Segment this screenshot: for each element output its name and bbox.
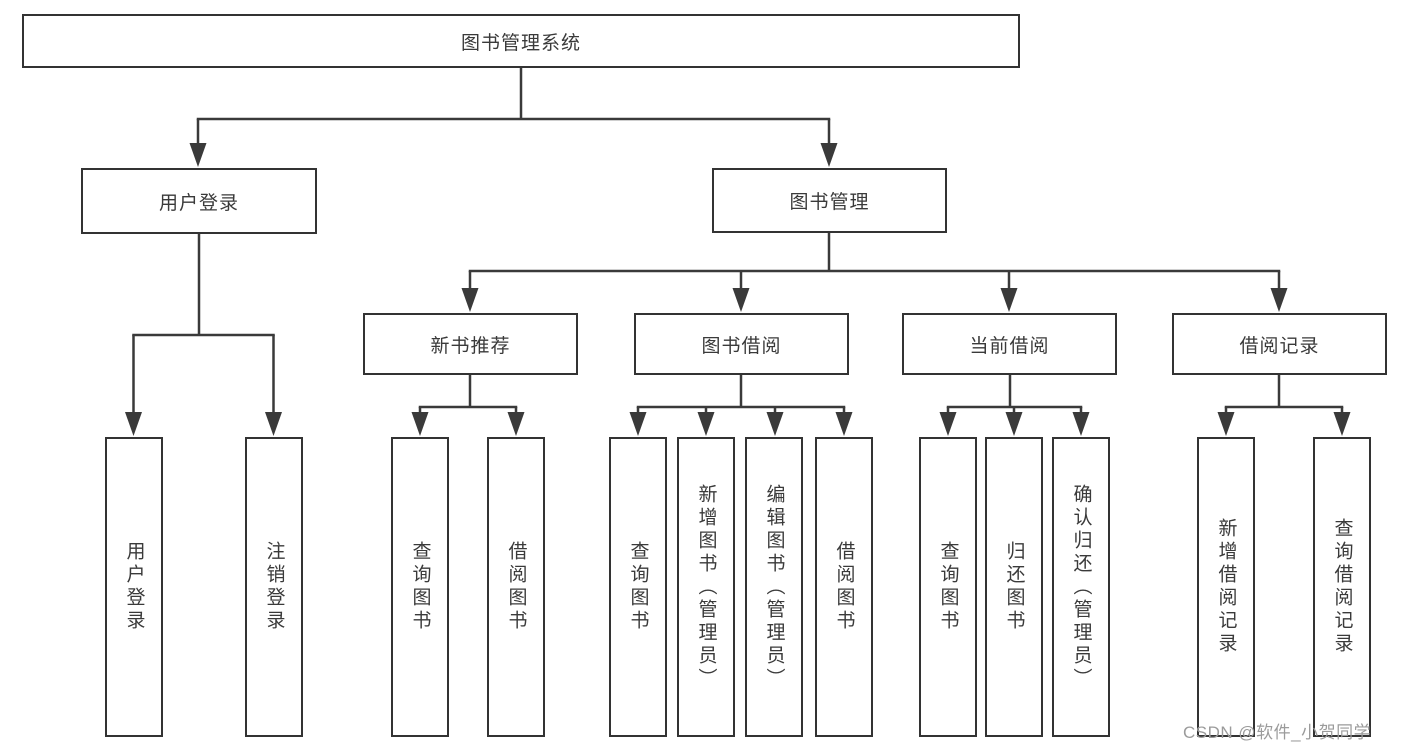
node-label-root: 图书管理系统	[460, 32, 581, 54]
node-label-user-login: 用户登录	[158, 192, 239, 214]
leaf-logout-login: 注销登录	[245, 437, 303, 737]
leaf-label-edit-books-admin: 编辑图书（管理员）	[763, 483, 785, 691]
node-label-current-borrowing: 当前借阅	[969, 335, 1050, 357]
leaf-label-query-books-current: 查询图书	[937, 541, 959, 633]
leaf-query-books-current: 查询图书	[919, 437, 977, 737]
leaf-query-books-borrowing: 查询图书	[609, 437, 667, 737]
leaf-user-login: 用户登录	[105, 437, 163, 737]
node-borrowing-records: 借阅记录	[1172, 313, 1387, 375]
node-label-book-management: 图书管理	[789, 192, 870, 213]
leaf-edit-books-admin: 编辑图书（管理员）	[745, 437, 803, 737]
leaf-label-add-borrow-record: 新增借阅记录	[1215, 518, 1237, 656]
leaf-confirm-return-admin: 确认归还（管理员）	[1052, 437, 1110, 737]
leaf-return-books: 归还图书	[985, 437, 1043, 737]
node-label-borrowing-records: 借阅记录	[1239, 335, 1320, 357]
leaf-borrow-books-recommend: 借阅图书	[487, 437, 545, 737]
node-new-book-recommend: 新书推荐	[363, 313, 578, 375]
leaf-add-books-admin: 新增图书（管理员）	[677, 437, 735, 737]
leaf-label-confirm-return-admin: 确认归还（管理员）	[1070, 483, 1092, 691]
leaf-add-borrow-record: 新增借阅记录	[1197, 437, 1255, 737]
leaf-query-borrow-record: 查询借阅记录	[1313, 437, 1371, 737]
leaf-query-books-recommend: 查询图书	[391, 437, 449, 737]
node-library-management-system: 图书管理系统	[22, 14, 1020, 68]
leaf-label-borrow-books-recommend: 借阅图书	[505, 541, 527, 633]
leaf-label-add-books-admin: 新增图书（管理员）	[695, 483, 717, 691]
node-label-book-borrowing: 图书借阅	[701, 335, 782, 357]
node-user-login: 用户登录	[81, 168, 317, 234]
node-book-management: 图书管理	[712, 168, 947, 233]
node-current-borrowing: 当前借阅	[902, 313, 1117, 375]
leaf-label-user-login: 用户登录	[123, 541, 145, 633]
leaf-label-borrow-books-borrowing: 借阅图书	[833, 541, 855, 633]
leaf-label-logout-login: 注销登录	[263, 541, 285, 633]
leaf-label-return-books: 归还图书	[1003, 541, 1025, 633]
leaf-label-query-books-borrowing: 查询图书	[627, 541, 649, 633]
leaf-label-query-borrow-record: 查询借阅记录	[1331, 518, 1353, 656]
node-label-new-book-recommend: 新书推荐	[430, 335, 511, 357]
csdn-watermark: CSDN @软件_小贺同学	[1183, 723, 1372, 742]
leaf-borrow-books-borrowing: 借阅图书	[815, 437, 873, 737]
node-book-borrowing: 图书借阅	[634, 313, 849, 375]
leaf-label-query-books-recommend: 查询图书	[409, 541, 431, 633]
